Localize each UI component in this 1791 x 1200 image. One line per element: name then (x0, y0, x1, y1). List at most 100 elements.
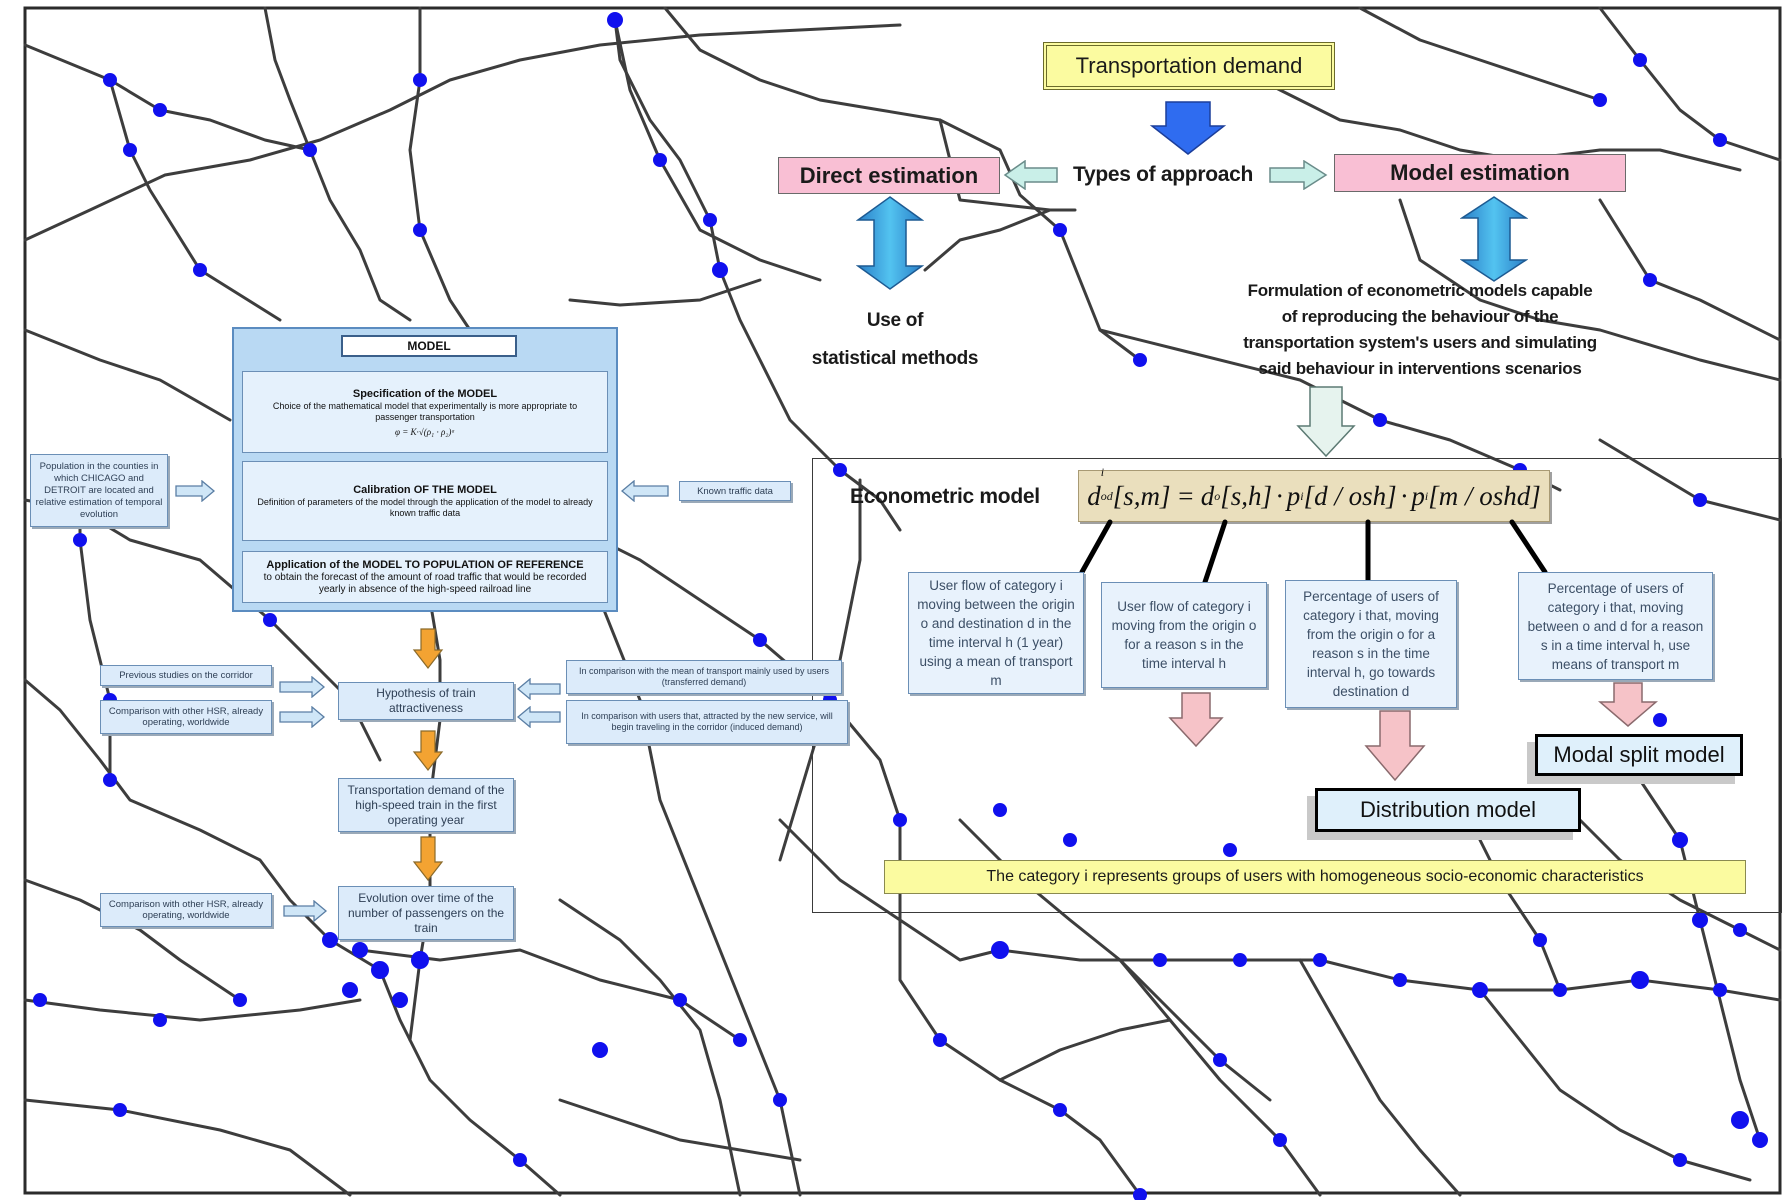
left-arrow-icon (1003, 160, 1058, 190)
city-node-icon (73, 533, 87, 547)
city-node-icon (1643, 273, 1657, 287)
transportation-demand-label: Transportation demand (1075, 53, 1303, 78)
modal-split-model-box: Modal split model (1535, 734, 1743, 776)
right-arrow-icon (175, 480, 216, 502)
definition-box-flow-od: User flow of category i moving between t… (908, 572, 1084, 694)
transportation-demand-box: Transportation demand (1043, 42, 1335, 90)
city-node-icon (1053, 223, 1067, 237)
map-frame (23, 6, 1782, 1195)
city-node-icon (893, 813, 907, 827)
city-node-icon (193, 263, 207, 277)
transferred-demand-box: In comparison with the mean of transport… (566, 660, 842, 694)
city-node-icon (1063, 833, 1077, 847)
city-node-icon (833, 463, 847, 477)
city-node-icon (773, 1093, 787, 1107)
known-traffic-box: Known traffic data (679, 481, 791, 501)
down-arrow-icon (412, 628, 444, 669)
distribution-model-label: Distribution model (1359, 797, 1537, 822)
city-node-icon (1631, 971, 1649, 989)
city-node-icon (513, 1153, 527, 1167)
down-arrow-icon (412, 730, 444, 771)
city-node-icon (1672, 832, 1688, 848)
down-arrow-icon (412, 836, 444, 881)
right-arrow-icon (279, 706, 326, 728)
city-node-icon (233, 993, 247, 1007)
formulation-line: said behaviour in interventions scenario… (1258, 359, 1582, 378)
city-node-icon (371, 961, 389, 979)
down-arrow-icon (1168, 692, 1224, 748)
city-node-icon (103, 73, 117, 87)
city-node-icon (753, 633, 767, 647)
down-arrow-icon (1364, 710, 1426, 782)
connector-line (1079, 519, 1113, 575)
modal-split-model-label: Modal split model (1553, 742, 1725, 767)
comparison-box-2: Comparison with other HSR, already opera… (100, 893, 272, 927)
first-year-demand-box: Transportation demand of the high-speed … (338, 778, 514, 832)
left-arrow-icon (620, 480, 669, 502)
city-node-icon (1313, 953, 1327, 967)
city-node-icon (1223, 843, 1237, 857)
formulation-line: transportation system's users and simula… (1243, 333, 1597, 352)
city-node-icon (1133, 353, 1147, 367)
population-box: Population in the counties in which CHIC… (30, 454, 168, 527)
left-arrow-icon (516, 678, 561, 700)
city-node-icon (1213, 1053, 1227, 1067)
definition-box-modal-split: Percentage of users of category i that, … (1518, 572, 1713, 680)
distribution-model-box: Distribution model (1315, 788, 1581, 832)
direct-estimation-label: Direct estimation (799, 162, 979, 188)
city-node-icon (1053, 1103, 1067, 1117)
city-node-icon (1733, 923, 1747, 937)
city-node-icon (653, 153, 667, 167)
calibration-box: Calibration OF THE MODEL Definition of p… (242, 461, 608, 541)
double-arrow-icon (1460, 196, 1528, 282)
city-node-icon (933, 1033, 947, 1047)
application-text: to obtain the forecast of the amount of … (263, 572, 587, 595)
right-arrow-icon (1269, 160, 1328, 190)
city-node-icon (1373, 413, 1387, 427)
city-node-icon (1593, 93, 1607, 107)
city-node-icon (1233, 953, 1247, 967)
city-node-icon (1693, 493, 1707, 507)
city-node-icon (1273, 1133, 1287, 1147)
application-box: Application of the MODEL TO POPULATION O… (242, 551, 608, 603)
definition-box-flow-o: User flow of category i moving from the … (1101, 582, 1267, 688)
double-arrow-icon (856, 196, 924, 290)
city-node-icon (123, 143, 137, 157)
city-node-icon (103, 773, 117, 787)
city-node-icon (303, 143, 317, 157)
city-node-icon (1713, 133, 1727, 147)
econometric-model-label: Econometric model (850, 485, 1040, 508)
city-node-icon (991, 941, 1009, 959)
model-estimation-label: Model estimation (1390, 160, 1570, 185)
category-note-box: The category i represents groups of user… (884, 860, 1746, 894)
city-node-icon (413, 223, 427, 237)
city-node-icon (1553, 983, 1567, 997)
specification-text: Choice of the mathematical model that ex… (272, 400, 578, 422)
types-of-approach-label: Types of approach (1072, 163, 1254, 186)
city-node-icon (607, 12, 623, 28)
city-node-icon (703, 213, 717, 227)
evolution-box: Evolution over time of the number of pas… (338, 886, 514, 940)
city-node-icon (993, 803, 1007, 817)
down-arrow-icon (1149, 101, 1227, 155)
city-node-icon (1653, 713, 1667, 727)
city-node-icon (1133, 1188, 1147, 1200)
direct-estimation-box: Direct estimation (778, 157, 1000, 194)
application-title: Application of the MODEL TO POPULATION O… (266, 559, 584, 571)
calibration-title: Calibration OF THE MODEL (353, 484, 497, 496)
calibration-text: Definition of parameters of the model th… (257, 497, 593, 518)
city-node-icon (342, 982, 358, 998)
city-node-icon (1673, 1153, 1687, 1167)
city-node-icon (712, 262, 728, 278)
city-node-icon (263, 613, 277, 627)
city-node-icon (1472, 982, 1488, 998)
specification-box: Specification of the MODEL Choice of the… (242, 371, 608, 453)
down-arrow-icon (1598, 682, 1658, 727)
previous-studies-box: Previous studies on the corridor (100, 665, 272, 686)
city-node-icon (113, 1103, 127, 1117)
city-node-icon (392, 992, 408, 1008)
formulation-text: Formulation of econometric models capabl… (1220, 278, 1620, 382)
model-panel: MODEL Specification of the MODEL Choice … (232, 327, 618, 612)
